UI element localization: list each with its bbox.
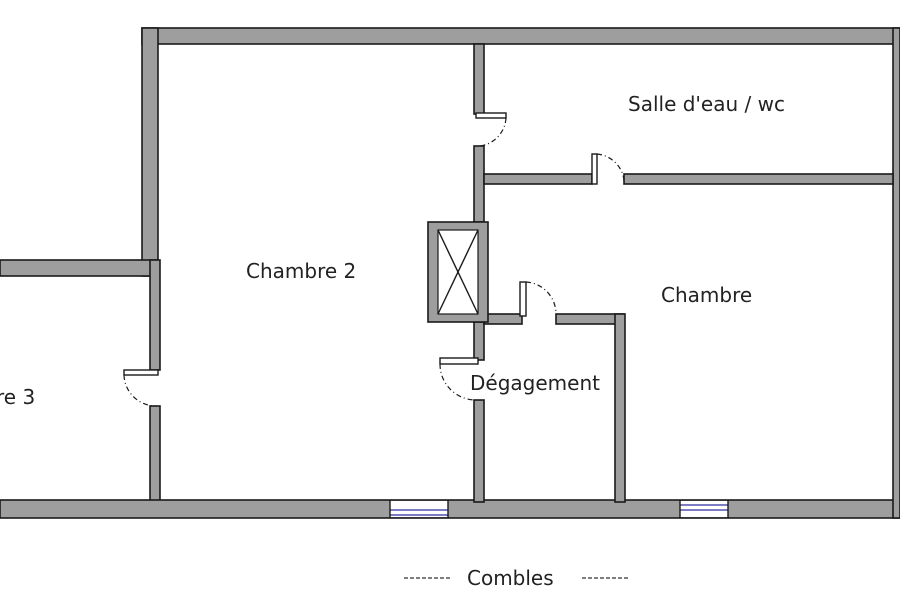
partition-c2-deg-b xyxy=(473,399,485,503)
doors xyxy=(123,112,625,407)
sde-bottom-wall-right xyxy=(623,173,894,185)
door-salle-eau-bottom xyxy=(591,153,625,185)
partition-c3-c2-upper xyxy=(149,259,161,371)
sde-bottom-wall-left xyxy=(483,173,593,185)
outer-wall-bottom xyxy=(0,499,900,519)
outer-wall-top xyxy=(141,27,900,45)
partition-c2-deg-a xyxy=(473,321,485,361)
door-chambre3 xyxy=(123,369,159,407)
door-salle-eau-left xyxy=(475,112,507,147)
outer-wall-right xyxy=(892,27,900,519)
room-label-degagement: Dégagement xyxy=(470,371,600,395)
room-label-chambre3: re 3 xyxy=(0,385,35,409)
partition-c2-middle xyxy=(473,145,485,223)
deg-top-wall-right xyxy=(555,313,625,325)
room-label-chambre: Chambre xyxy=(661,283,752,307)
combles-label: Combles xyxy=(467,566,554,590)
combles-legend: Combles xyxy=(404,566,628,590)
room-label-chambre2: Chambre 2 xyxy=(246,259,356,283)
ventilation-duct xyxy=(427,221,489,323)
chambre3-top-wall xyxy=(0,259,159,277)
deg-right-wall xyxy=(614,313,626,503)
partition-c3-c2-lower xyxy=(149,405,161,503)
windows xyxy=(389,500,729,518)
partition-c2-sde-upper xyxy=(473,43,485,115)
door-degagement xyxy=(439,357,479,401)
door-chambre xyxy=(519,281,557,317)
outer-wall-left-upper xyxy=(141,27,159,277)
deg-top-wall-left xyxy=(483,313,523,325)
room-label-salle-eau: Salle d'eau / wc xyxy=(628,92,785,116)
